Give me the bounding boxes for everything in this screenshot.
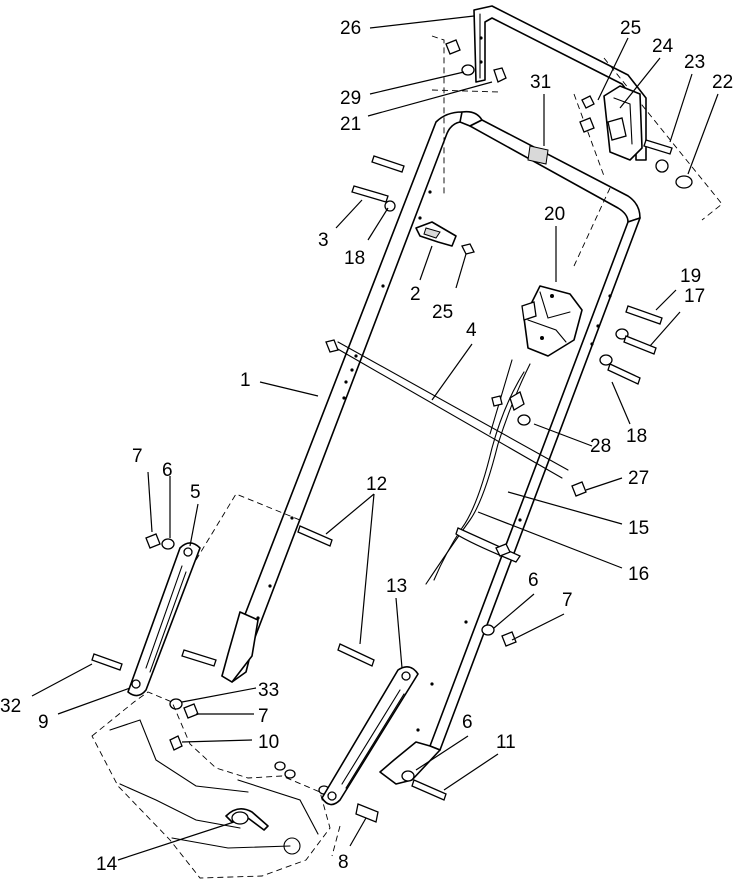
callout-31: 31 xyxy=(530,72,551,93)
callout-17: 17 xyxy=(684,286,705,307)
control-cable xyxy=(425,359,531,585)
leader-lines xyxy=(31,15,719,861)
callout-20: 20 xyxy=(544,204,565,225)
callout-26: 26 xyxy=(340,18,361,39)
callout-25-top: 25 xyxy=(620,18,641,39)
callout-10: 10 xyxy=(258,732,279,753)
callout-1: 1 xyxy=(240,370,251,391)
callout-8: 8 xyxy=(338,852,349,873)
callout-18-right: 18 xyxy=(626,426,647,447)
callout-6-lower: 6 xyxy=(462,712,473,733)
callout-labels: 26 29 21 31 25 24 23 22 3 18 2 25 20 19 … xyxy=(0,18,733,875)
callout-25-mid: 25 xyxy=(432,302,453,323)
callout-6-right: 6 xyxy=(528,570,539,591)
callout-23: 23 xyxy=(684,52,705,73)
callout-22: 22 xyxy=(712,72,733,93)
callout-32: 32 xyxy=(0,696,21,717)
callout-28: 28 xyxy=(590,436,611,457)
callout-6-left: 6 xyxy=(162,460,173,481)
callout-15: 15 xyxy=(628,518,649,539)
callout-5: 5 xyxy=(190,482,201,503)
callout-29: 29 xyxy=(340,88,361,109)
callout-13: 13 xyxy=(386,576,407,597)
callout-9: 9 xyxy=(38,712,49,733)
callout-21: 21 xyxy=(340,114,361,135)
left-link-arm xyxy=(127,542,201,697)
callout-11: 11 xyxy=(496,732,516,753)
callout-7-right: 7 xyxy=(562,590,573,611)
callout-7-lower: 7 xyxy=(258,706,269,727)
mower-deck xyxy=(91,691,331,879)
callout-4: 4 xyxy=(466,320,477,341)
right-link-arm xyxy=(321,666,419,806)
callout-14: 14 xyxy=(96,854,118,875)
callout-3: 3 xyxy=(318,230,329,251)
cable-mount-bracket xyxy=(603,85,643,161)
callout-18-left: 18 xyxy=(344,248,365,269)
callout-2: 2 xyxy=(410,284,421,305)
bail-actuator-bracket xyxy=(521,285,583,357)
callout-7-left: 7 xyxy=(132,446,143,467)
cable-bracket xyxy=(415,221,457,247)
alignment-lines xyxy=(195,35,723,857)
callout-19: 19 xyxy=(680,266,701,287)
control-rod xyxy=(335,347,563,479)
main-handle-frame xyxy=(221,110,641,785)
callout-12: 12 xyxy=(366,474,387,495)
callout-24: 24 xyxy=(652,36,674,57)
callout-27: 27 xyxy=(628,468,649,489)
callout-16: 16 xyxy=(628,564,649,585)
callout-33: 33 xyxy=(258,680,279,701)
